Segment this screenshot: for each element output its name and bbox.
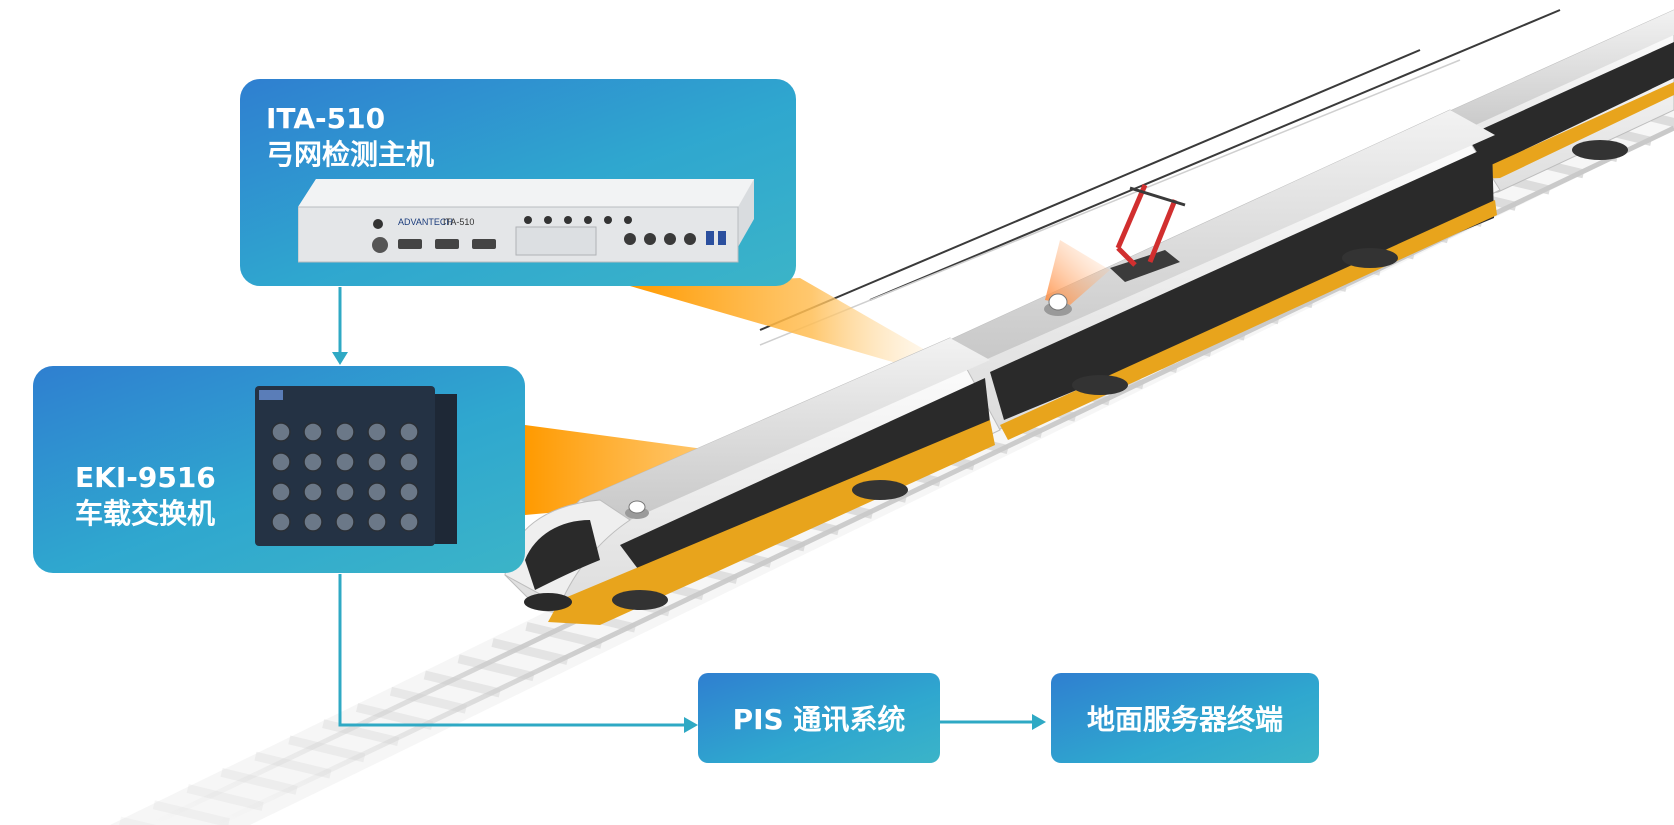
- eki-port: [335, 512, 355, 532]
- ita-510-device-image: ADVANTECH ITA-510: [298, 179, 754, 263]
- eki-9516-box: EKI-9516 车载交换机: [33, 366, 525, 573]
- eki-port: [399, 452, 419, 472]
- track-sleeper: [186, 784, 264, 811]
- track-sleeper: [525, 621, 603, 649]
- ground-server-box: 地面服务器终端: [1051, 673, 1319, 763]
- eki-port: [271, 422, 291, 442]
- track-sleeper: [356, 703, 434, 730]
- eki-port: [367, 422, 387, 442]
- eki-port: [271, 512, 291, 532]
- eki-port: [303, 482, 323, 502]
- eki-port: [399, 422, 419, 442]
- eki-port: [335, 482, 355, 502]
- eki-port: [399, 482, 419, 502]
- front-camera-icon: [625, 500, 649, 519]
- catenary-wires: [759, 9, 1561, 346]
- track-sleeper: [322, 719, 400, 747]
- track-sleeper: [457, 654, 535, 682]
- arrow-down-icon: [332, 352, 348, 365]
- svg-text:ITA-510: ITA-510: [443, 217, 474, 227]
- track-sleeper: [491, 638, 569, 665]
- eki-port: [367, 512, 387, 532]
- eki-model-label: EKI-9516: [75, 461, 216, 494]
- eki-port: [367, 482, 387, 502]
- connector-ita-to-eki: [332, 287, 348, 365]
- eki-port: [399, 512, 419, 532]
- camera-glow: [1045, 240, 1110, 305]
- pantograph-icon: [1110, 184, 1186, 282]
- ita-510-box: ITA-510 弓网检测主机 ADVANTECH ITA-510: [240, 79, 796, 286]
- track-sleeper: [220, 767, 298, 795]
- pis-box: PIS 通讯系统: [698, 673, 940, 763]
- eki-port: [335, 452, 355, 472]
- track-sleeper: [389, 686, 467, 714]
- eki-port: [271, 452, 291, 472]
- arrow-right-icon: [1032, 714, 1046, 730]
- eki-port: [335, 422, 355, 442]
- ground-server-label: 地面服务器终端: [1086, 703, 1283, 736]
- track-sleeper: [254, 751, 332, 779]
- track-sleeper: [423, 670, 501, 698]
- eki-port: [271, 482, 291, 502]
- connector-pis-to-ground: [940, 714, 1046, 730]
- eki-port: [303, 422, 323, 442]
- eki-port: [367, 452, 387, 472]
- connector-eki-to-pis: [338, 574, 698, 733]
- track-sleeper: [152, 800, 230, 825]
- eki-name-label: 车载交换机: [75, 497, 216, 530]
- ita-name-label: 弓网检测主机: [266, 138, 435, 171]
- eki-port: [303, 512, 323, 532]
- arrow-right-icon: [684, 717, 698, 733]
- camera-icon: [1044, 293, 1072, 316]
- train: [504, 9, 1674, 625]
- track-sleeper: [119, 816, 156, 825]
- track-sleeper: [288, 735, 366, 763]
- device-brand-text: ADVANTECH: [398, 217, 453, 227]
- ita-model-label: ITA-510: [266, 102, 386, 135]
- pis-label: PIS 通讯系统: [732, 703, 906, 736]
- eki-port: [303, 452, 323, 472]
- ita-beam: [630, 278, 960, 380]
- eki-9516-device-image: [255, 386, 457, 546]
